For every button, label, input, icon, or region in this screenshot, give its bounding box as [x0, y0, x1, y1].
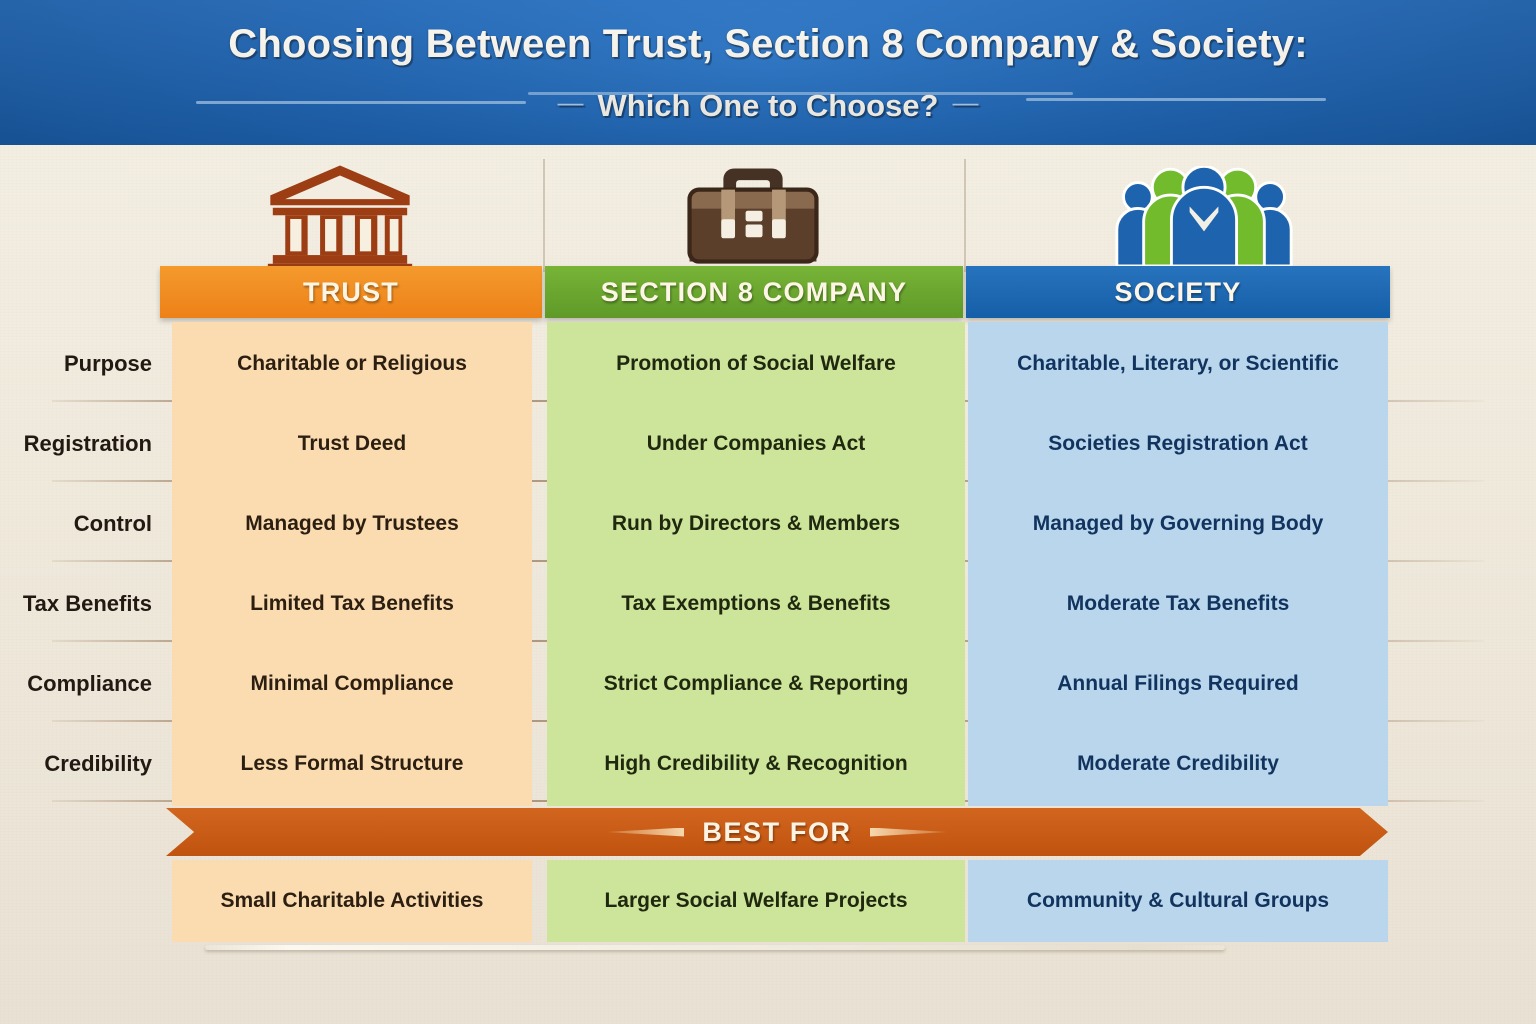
cell-text: Small Charitable Activities	[220, 888, 484, 912]
column-band-section8	[547, 322, 965, 806]
cell-text: Promotion of Social Welfare	[616, 351, 896, 375]
cell-text: Larger Social Welfare Projects	[604, 888, 908, 912]
row-label-registration: Registration	[0, 415, 152, 473]
column-band-trust	[172, 322, 532, 806]
cell-text: Under Companies Act	[646, 431, 866, 455]
arrow-left-icon	[606, 827, 685, 837]
cell-purpose-society: Charitable, Literary, or Scientific	[968, 335, 1388, 393]
row-label-text: Credibility	[44, 751, 152, 776]
row-label-control: Control	[0, 495, 152, 553]
cell-registration-section8: Under Companies Act	[547, 415, 965, 473]
row-label-text: Control	[73, 511, 152, 536]
cell-text: High Credibility & Recognition	[604, 751, 908, 775]
cell-credibility-trust: Less Formal Structure	[172, 735, 532, 793]
cell-text: Run by Directors & Members	[611, 511, 901, 535]
cell-text: Community & Cultural Groups	[1026, 888, 1330, 912]
row-label-purpose: Purpose	[0, 335, 152, 393]
row-label-text: Purpose	[63, 351, 152, 376]
column-header-section8[interactable]: SECTION 8 COMPANY	[545, 266, 963, 318]
cell-best-for-section8: Larger Social Welfare Projects	[547, 860, 965, 942]
column-header-trust[interactable]: TRUST	[160, 266, 542, 318]
cell-text: Societies Registration Act	[1048, 431, 1308, 455]
cell-text: Managed by Trustees	[245, 511, 459, 535]
row-label-compliance: Compliance	[0, 655, 152, 713]
cell-tax-benefits-society: Moderate Tax Benefits	[968, 575, 1388, 633]
page-title: Choosing Between Trust, Section 8 Compan…	[228, 22, 1308, 66]
comparison-table: TRUST SECTION 8 COMPANY SOCIETY Purpose …	[0, 145, 1536, 1024]
cell-compliance-section8: Strict Compliance & Reporting	[547, 655, 965, 713]
cell-registration-society: Societies Registration Act	[968, 415, 1388, 473]
cell-purpose-trust: Charitable or Religious	[172, 335, 532, 393]
cell-credibility-section8: High Credibility & Recognition	[547, 735, 965, 793]
column-header-section8-label: SECTION 8 COMPANY	[600, 276, 908, 307]
column-header-society-label: SOCIETY	[1114, 276, 1242, 307]
cell-text: Trust Deed	[297, 431, 407, 455]
column-header-trust-label: TRUST	[303, 276, 399, 307]
cell-tax-benefits-section8: Tax Exemptions & Benefits	[547, 575, 965, 633]
cell-best-for-society: Community & Cultural Groups	[968, 860, 1388, 942]
cell-compliance-trust: Minimal Compliance	[172, 655, 532, 713]
cell-tax-benefits-trust: Limited Tax Benefits	[172, 575, 532, 633]
cell-text: Minimal Compliance	[250, 671, 454, 695]
row-label-text: Compliance	[27, 671, 152, 696]
row-label-credibility: Credibility	[0, 735, 152, 793]
column-band-society	[968, 322, 1388, 806]
arrow-right-icon	[869, 827, 948, 837]
cell-text: Strict Compliance & Reporting	[603, 671, 909, 695]
cell-text: Tax Exemptions & Benefits	[621, 591, 891, 615]
cell-credibility-society: Moderate Credibility	[968, 735, 1388, 793]
row-label-text: Registration	[23, 431, 152, 456]
cell-text: Managed by Governing Body	[1032, 511, 1324, 535]
column-header-society[interactable]: SOCIETY	[966, 266, 1390, 318]
cell-registration-trust: Trust Deed	[172, 415, 532, 473]
cell-text: Annual Filings Required	[1057, 671, 1299, 695]
subtitle-dash-left: —	[557, 87, 584, 117]
cell-text: Charitable, Literary, or Scientific	[1017, 351, 1339, 375]
best-for-label: BEST FOR	[702, 816, 852, 847]
cell-best-for-trust: Small Charitable Activities	[172, 860, 532, 942]
cell-text: Charitable or Religious	[237, 351, 467, 375]
column-divider-1	[543, 159, 545, 272]
cell-control-trust: Managed by Trustees	[172, 495, 532, 553]
title-decoration-line-center	[528, 92, 1073, 95]
title-banner: Choosing Between Trust, Section 8 Compan…	[0, 0, 1536, 145]
title-decoration-line-right	[1026, 98, 1326, 101]
cell-text: Moderate Credibility	[1077, 751, 1279, 775]
subtitle-dash-right: —	[952, 87, 979, 117]
row-label-text: Tax Benefits	[22, 591, 152, 616]
best-for-banner: BEST FOR	[166, 808, 1388, 856]
people-group-icon	[1113, 166, 1295, 270]
title-decoration-line-left	[196, 101, 526, 104]
cell-text: Moderate Tax Benefits	[1066, 591, 1290, 615]
briefcase-icon	[683, 167, 823, 270]
column-divider-2	[964, 159, 966, 272]
cell-purpose-section8: Promotion of Social Welfare	[547, 335, 965, 393]
row-label-tax-benefits: Tax Benefits	[0, 575, 152, 633]
subtitle-text: Which One to Choose?	[597, 88, 939, 123]
bottom-accent-line	[205, 945, 1225, 950]
cell-text: Limited Tax Benefits	[250, 591, 454, 615]
cell-control-society: Managed by Governing Body	[968, 495, 1388, 553]
page-subtitle: — Which One to Choose? —	[0, 87, 1536, 124]
cell-compliance-society: Annual Filings Required	[968, 655, 1388, 713]
bank-building-icon	[265, 165, 415, 270]
cell-text: Less Formal Structure	[240, 751, 464, 775]
cell-control-section8: Run by Directors & Members	[547, 495, 965, 553]
